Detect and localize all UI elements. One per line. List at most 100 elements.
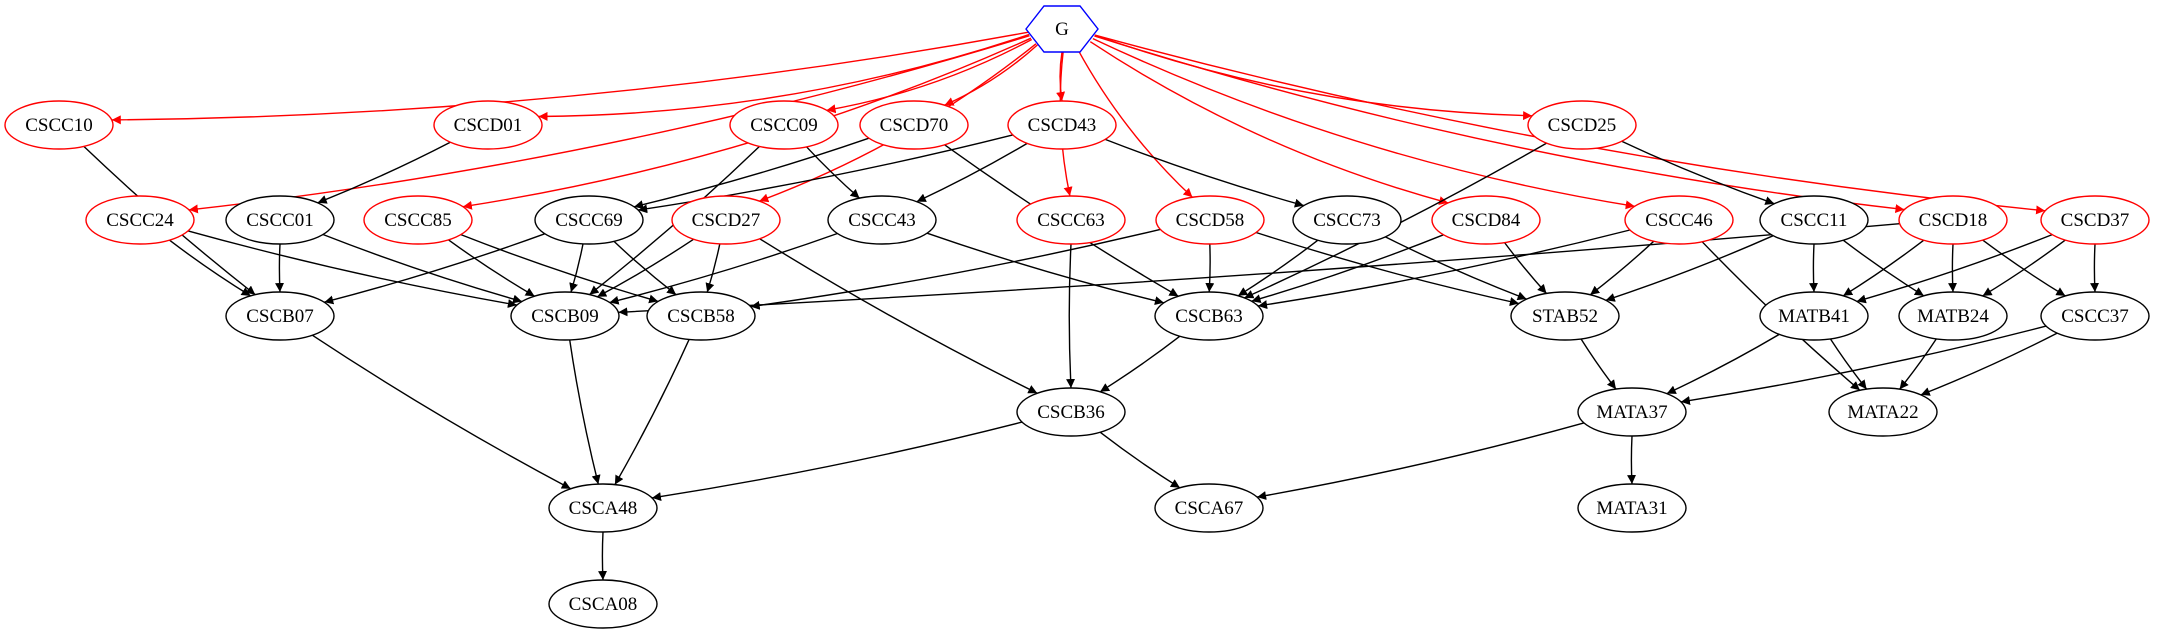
node-shape bbox=[1759, 291, 1869, 341]
node-cscb09: CSCB09 bbox=[510, 291, 620, 341]
node-cscd70: CSCD70 bbox=[859, 100, 969, 150]
node-shape bbox=[1577, 387, 1687, 437]
edge-cscc11-to-stab52 bbox=[1605, 235, 1774, 302]
node-shape bbox=[548, 483, 658, 533]
node-shape bbox=[1898, 195, 2008, 245]
edge-cscd18-to-matb41 bbox=[1842, 239, 1925, 297]
edge-cscb07-to-csca48 bbox=[311, 334, 572, 490]
node-cscc69: CSCC69 bbox=[534, 195, 644, 245]
node-label: CSCC37 bbox=[2061, 306, 2129, 327]
edge-matb41-to-mata22 bbox=[1829, 338, 1868, 390]
edge-cscd43-to-cscc69 bbox=[638, 134, 1013, 214]
node-cscd58: CSCD58 bbox=[1155, 195, 1265, 245]
node-label: CSCD27 bbox=[692, 210, 761, 231]
node-cscc01: CSCC01 bbox=[225, 195, 335, 245]
node-cscc10: CSCC10 bbox=[4, 100, 114, 150]
node-label: CSCD37 bbox=[2061, 210, 2130, 231]
node-cscd01: CSCD01 bbox=[433, 100, 543, 150]
node-label: CSCC11 bbox=[1781, 210, 1848, 231]
node-csca48: CSCA48 bbox=[548, 483, 658, 533]
edge-cscc01-to-cscb09 bbox=[322, 233, 523, 304]
node-shape bbox=[225, 291, 335, 341]
node-mata37: MATA37 bbox=[1577, 387, 1687, 437]
edge-cscd70-to-cscc69 bbox=[633, 137, 870, 210]
edge-g-to-cscd70 bbox=[944, 44, 1038, 106]
node-cscd27: CSCD27 bbox=[671, 195, 781, 245]
edge-cscc73-to-cscb63 bbox=[1237, 239, 1319, 297]
node-shape bbox=[646, 291, 756, 341]
node-label: CSCD25 bbox=[1548, 115, 1617, 136]
edge-cscd25-to-cscc11 bbox=[1621, 140, 1775, 205]
node-shape bbox=[1155, 195, 1265, 245]
edge-cscc46-to-cscb63 bbox=[1257, 229, 1631, 310]
node-shape bbox=[433, 100, 543, 150]
node-csca08: CSCA08 bbox=[548, 579, 658, 629]
node-label: CSCB63 bbox=[1175, 306, 1243, 327]
edge-cscd01-to-cscc01 bbox=[317, 141, 451, 204]
edge-cscb09-to-csca48 bbox=[569, 339, 601, 485]
node-mata31: MATA31 bbox=[1577, 483, 1687, 533]
node-label: CSCD43 bbox=[1028, 115, 1097, 136]
edge-cscd18-to-cscc37 bbox=[1982, 239, 2066, 297]
node-shape bbox=[85, 195, 195, 245]
edge-matb24-to-mata22 bbox=[1899, 338, 1937, 390]
edge-g-to-cscd43 bbox=[1056, 51, 1066, 102]
node-shape bbox=[1007, 100, 1117, 150]
node-cscd37: CSCD37 bbox=[2040, 195, 2150, 245]
edge-matb41-to-mata37 bbox=[1666, 333, 1780, 395]
node-label: CSCC46 bbox=[1645, 210, 1713, 231]
edge-cscc69-to-cscb09 bbox=[569, 243, 584, 293]
node-cscd84: CSCD84 bbox=[1431, 195, 1541, 245]
edge-cscd27-to-cscb58 bbox=[705, 243, 721, 293]
edge-cscc37-to-mata22 bbox=[1920, 332, 2058, 396]
edge-cscd43-to-cscc73 bbox=[1104, 138, 1304, 208]
edge-cscd58-to-cscb63 bbox=[1205, 243, 1215, 293]
edge-cscc73-to-stab52 bbox=[1385, 236, 1527, 301]
edge-cscb36-to-csca67 bbox=[1099, 431, 1181, 489]
node-cscc46: CSCC46 bbox=[1624, 195, 1734, 245]
node-shape bbox=[534, 195, 644, 245]
node-label: MATA37 bbox=[1596, 402, 1667, 423]
node-shape bbox=[4, 100, 114, 150]
edge-cscc09-to-cscc43 bbox=[805, 146, 860, 199]
edge-stab52-to-mata37 bbox=[1580, 338, 1617, 390]
node-label: CSCD84 bbox=[1452, 210, 1521, 231]
node-label: CSCB58 bbox=[667, 306, 735, 327]
node-cscd43: CSCD43 bbox=[1007, 100, 1117, 150]
edge-cscc85-to-cscb58 bbox=[460, 233, 659, 304]
node-shape bbox=[1292, 195, 1402, 245]
edge-cscb63-to-cscb36 bbox=[1099, 335, 1181, 393]
node-cscc73: CSCC73 bbox=[1292, 195, 1402, 245]
node-shape bbox=[1154, 483, 1264, 533]
node-cscc11: CSCC11 bbox=[1759, 195, 1869, 245]
edge-csca48-to-csca08 bbox=[598, 531, 608, 581]
node-shape bbox=[827, 195, 937, 245]
edge-cscc43-to-cscb63 bbox=[926, 232, 1165, 306]
node-stab52: STAB52 bbox=[1510, 291, 1620, 341]
edge-cscc24-to-cscb07 bbox=[168, 239, 251, 297]
node-shape bbox=[1431, 195, 1541, 245]
edge-cscc24-to-cscb09 bbox=[187, 230, 518, 308]
node-label: CSCA48 bbox=[569, 498, 638, 519]
node-cscc85: CSCC85 bbox=[363, 195, 473, 245]
edge-cscd27-to-cscb36 bbox=[759, 238, 1038, 394]
edge-g-to-cscc10 bbox=[111, 31, 1029, 125]
node-shape bbox=[1510, 291, 1620, 341]
node-shape bbox=[548, 579, 658, 629]
edge-g-to-cscd84 bbox=[1089, 41, 1449, 205]
node-label: CSCB09 bbox=[531, 306, 599, 327]
node-label: CSCD58 bbox=[1176, 210, 1245, 231]
node-label: MATA22 bbox=[1847, 402, 1918, 423]
node-label: CSCB07 bbox=[246, 306, 314, 327]
node-cscb63: CSCB63 bbox=[1154, 291, 1264, 341]
node-label: CSCC73 bbox=[1313, 210, 1381, 231]
node-label: MATB24 bbox=[1917, 306, 1989, 327]
node-label: MATB41 bbox=[1778, 306, 1850, 327]
node-cscb07: CSCB07 bbox=[225, 291, 335, 341]
edge-cscc69-to-cscb58 bbox=[613, 240, 677, 296]
node-shape bbox=[1624, 195, 1734, 245]
node-label: CSCA08 bbox=[569, 594, 638, 615]
node-mata22: MATA22 bbox=[1828, 387, 1938, 437]
node-shape bbox=[1016, 195, 1126, 245]
node-shape bbox=[1025, 5, 1099, 53]
